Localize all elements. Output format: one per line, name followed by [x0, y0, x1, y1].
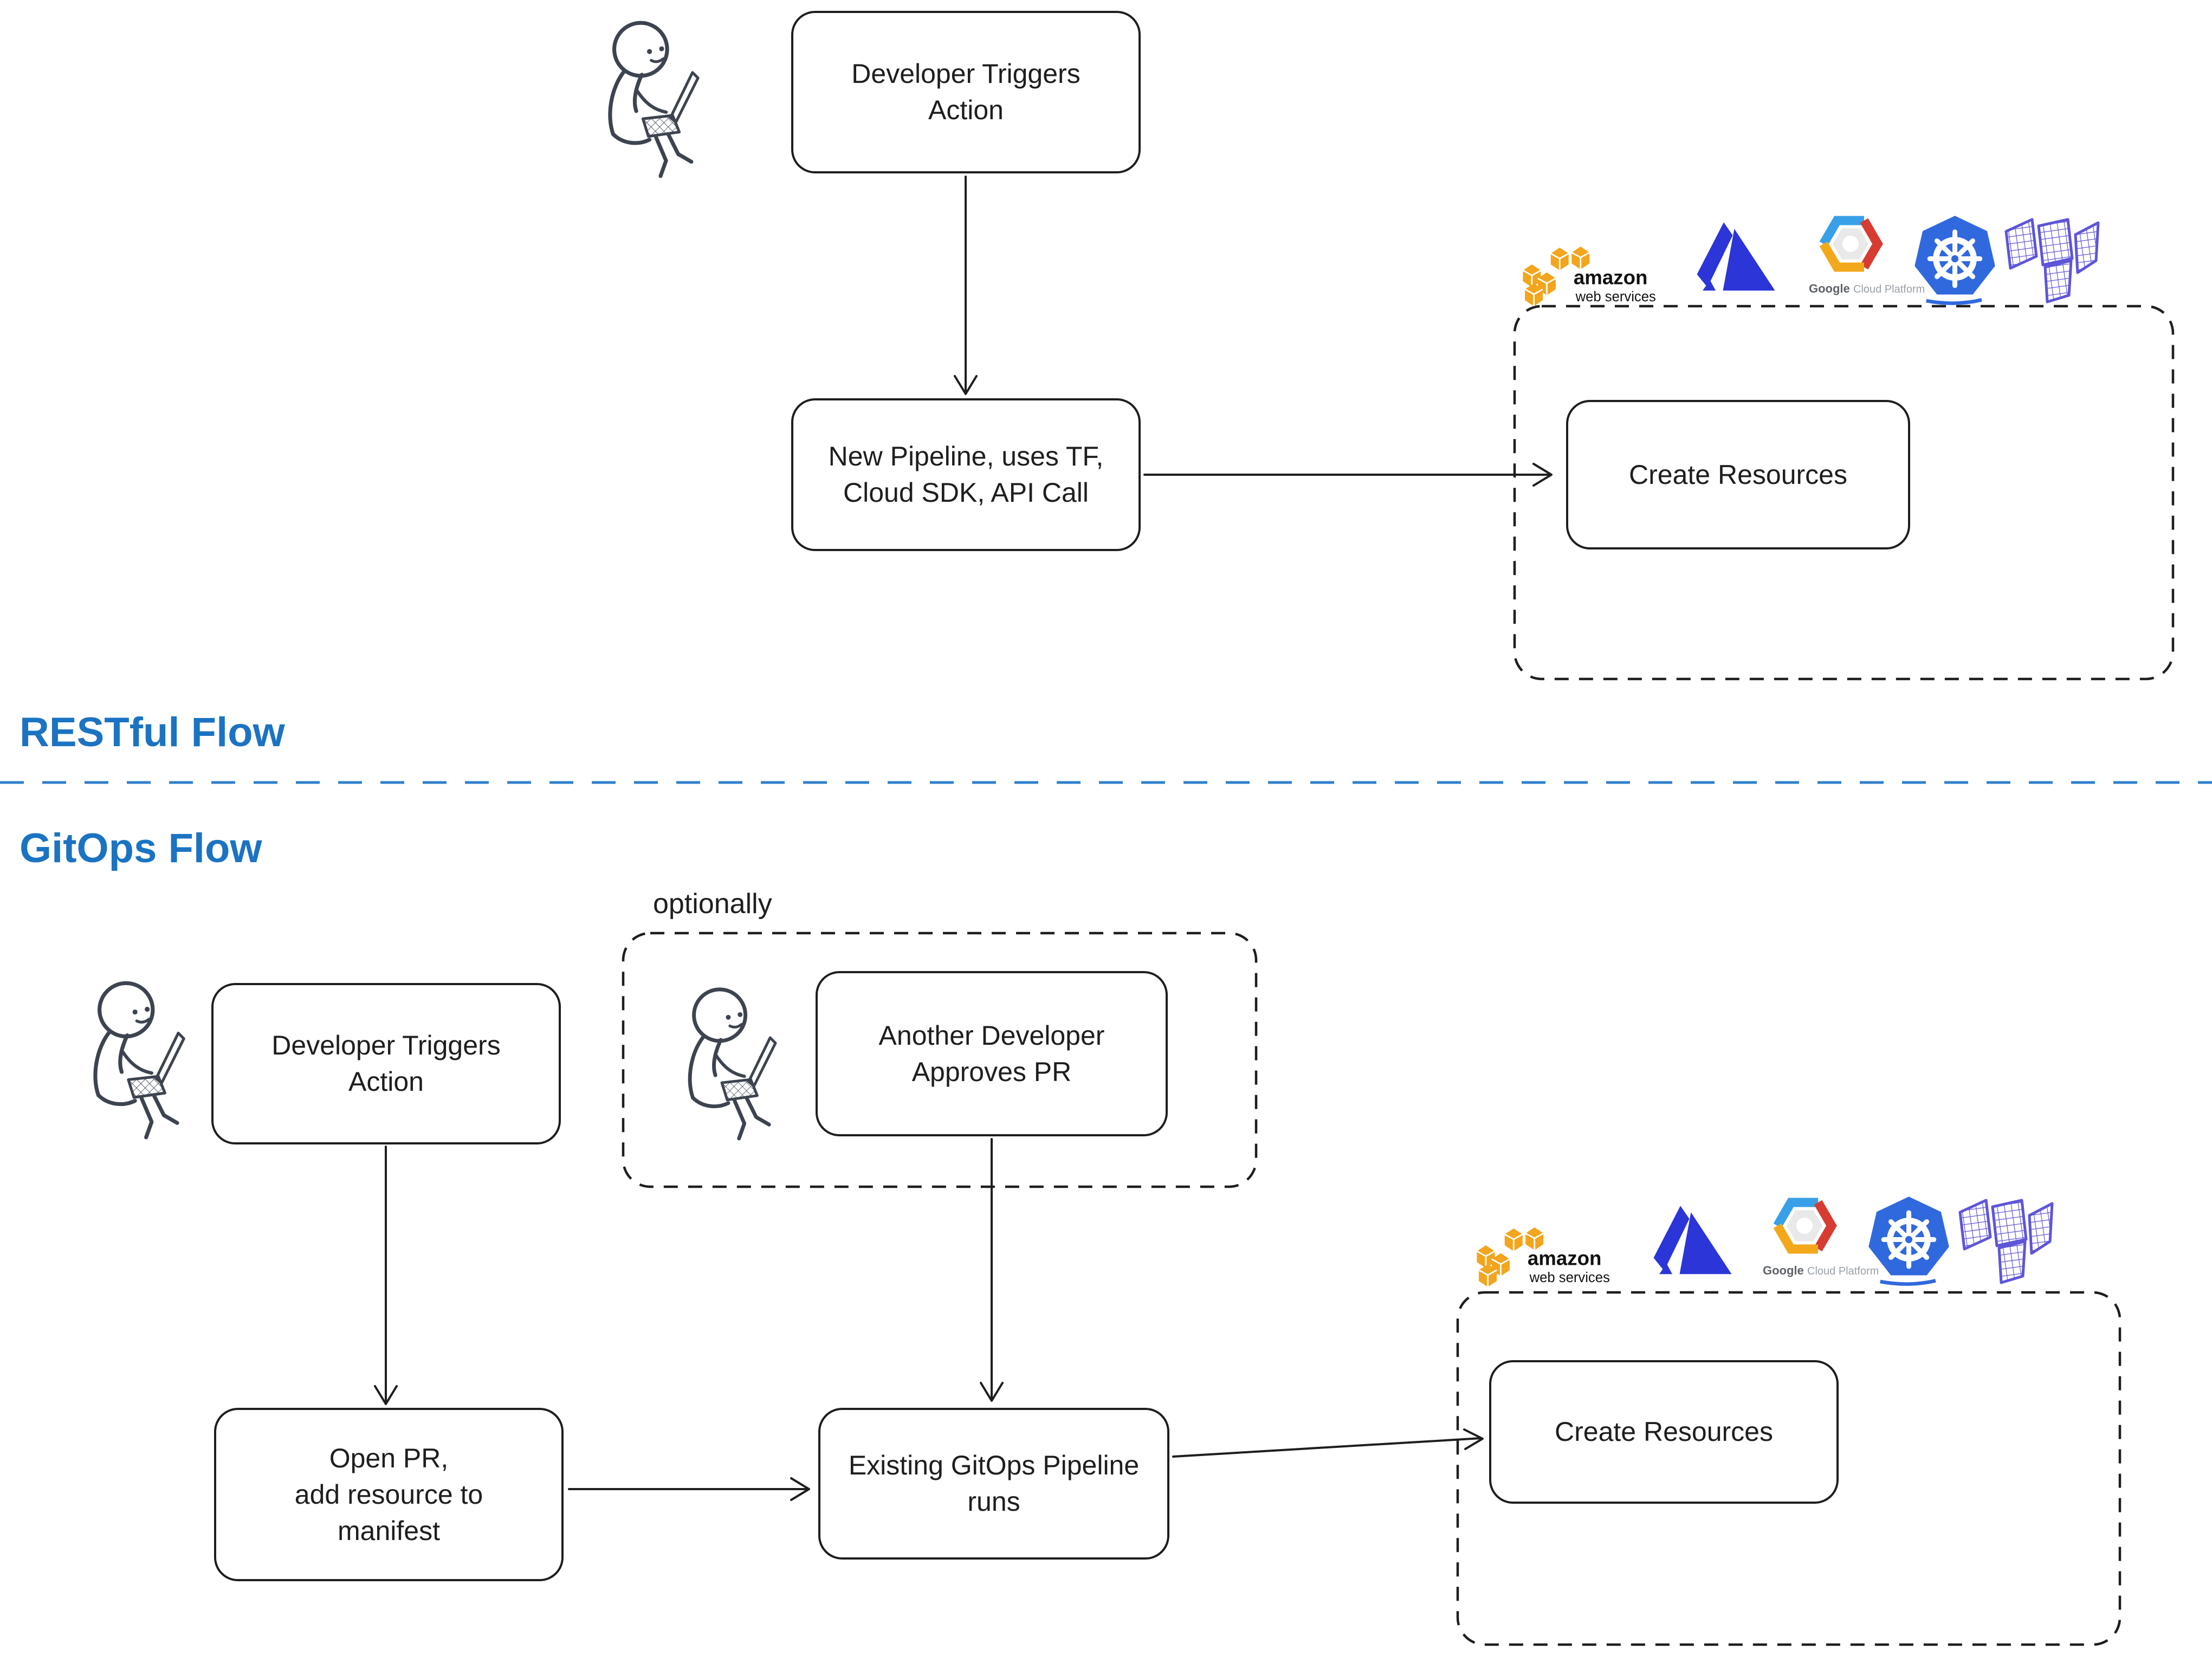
flow-node-developer-triggers-gitops: Developer Triggers Action: [211, 983, 561, 1144]
gcp-wordmark: Google: [1763, 1264, 1804, 1277]
arrow-pipeline-to-create-gitops: [1172, 1428, 1484, 1458]
dashed-container-optionally: [622, 932, 1258, 1188]
flow-node-label: Another Developer Approves PR: [878, 1020, 1105, 1087]
arrow-openpr-to-pipeline-gitops: [568, 1477, 810, 1501]
flow-node-label: Create Resources: [1555, 1416, 1773, 1447]
terraform-logo-icon: [1958, 1199, 2054, 1284]
section-label-restful: RESTful Flow: [20, 709, 285, 755]
flow-node-label: Create Resources: [1629, 459, 1847, 490]
flow-node-new-pipeline: New Pipeline, uses TF, Cloud SDK, API Ca…: [791, 398, 1141, 551]
gcp-wordmark-sub: Cloud Platform: [1807, 1265, 1879, 1277]
dashed-container-restful-cloud: [1513, 305, 2175, 681]
aws-wordmark-sub: web services: [1529, 1270, 1610, 1285]
arrow-pipeline-to-create-restful: [1143, 463, 1553, 487]
flow-node-another-developer: Another Developer Approves PR: [816, 971, 1168, 1136]
flow-node-existing-pipeline: Existing GitOps Pipeline runs: [818, 1408, 1169, 1560]
gcp-logo-icon: Google Cloud Platform: [1809, 216, 1925, 295]
arrow-developer-to-pipeline-restful: [954, 176, 978, 395]
dashed-container-gitops-cloud: [1456, 1291, 2122, 1646]
flow-node-label: Developer Triggers Action: [851, 59, 1081, 125]
developer-person-icon: [608, 21, 700, 178]
developer-person-icon: [688, 987, 777, 1141]
flow-node-create-resources-restful: Create Resources: [1566, 400, 1910, 549]
kubernetes-logo-icon: [1868, 1196, 1949, 1286]
gcp-wordmark: Google: [1809, 282, 1850, 295]
flow-node-label: Existing GitOps Pipeline runs: [848, 1450, 1140, 1517]
aws-logo-icon: amazon web services: [1522, 247, 1656, 306]
azure-logo-icon: [1653, 1206, 1732, 1275]
aws-wordmark-sub: web services: [1575, 289, 1656, 305]
gcp-logo-icon: Google Cloud Platform: [1763, 1198, 1879, 1277]
flow-node-open-pr: Open PR, add resource to manifest: [214, 1408, 564, 1581]
flow-node-create-resources-gitops: Create Resources: [1489, 1360, 1839, 1504]
section-label-gitops: GitOps Flow: [20, 825, 262, 871]
aws-logo-icon: amazon web services: [1476, 1227, 1610, 1287]
aws-wordmark: amazon: [1528, 1247, 1601, 1270]
flow-node-label: New Pipeline, uses TF, Cloud SDK, API Ca…: [828, 441, 1104, 508]
aws-wordmark: amazon: [1574, 267, 1647, 289]
flow-node-label: Open PR, add resource to manifest: [294, 1442, 483, 1546]
optionally-label: optionally: [653, 888, 772, 920]
azure-logo-icon: [1697, 222, 1775, 291]
terraform-logo-icon: [2004, 218, 2100, 303]
kubernetes-logo-icon: [1915, 216, 1995, 305]
gcp-wordmark-sub: Cloud Platform: [1853, 283, 1925, 295]
arrow-approver-to-pipeline-gitops: [980, 1138, 1004, 1402]
flow-node-developer-triggers-restful: Developer Triggers Action: [791, 11, 1141, 173]
flow-node-label: Developer Triggers Action: [271, 1030, 501, 1097]
developer-person-icon: [93, 981, 185, 1140]
arrow-developer-to-openpr-gitops: [374, 1146, 398, 1405]
